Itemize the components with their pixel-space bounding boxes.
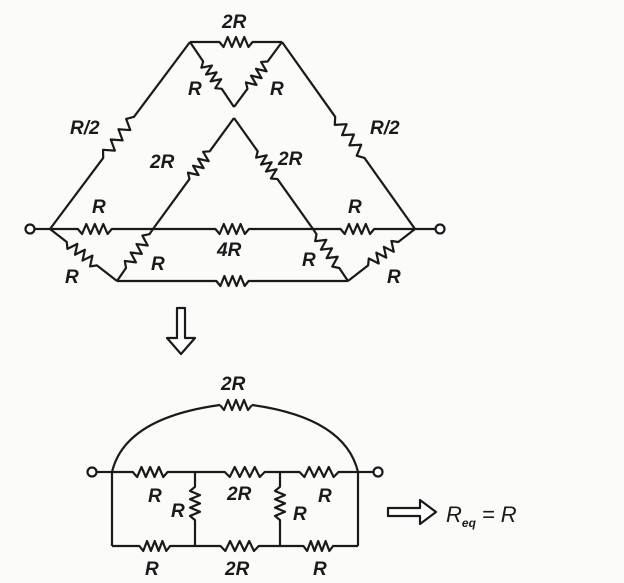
label-leg-right-r: R: [302, 250, 316, 271]
label-main-4r: 4R: [216, 240, 242, 261]
resistor-main-right-r: [313, 222, 415, 236]
resistor-top-2r: [190, 35, 282, 49]
label-top-left-r: R: [148, 486, 162, 507]
label-vert-left-r: R: [171, 501, 185, 522]
resistor-bottom-right-r: [280, 539, 358, 553]
resistor-arc-2r: [219, 398, 253, 412]
resistor-bottom-r: [117, 274, 348, 288]
resistor-inner-left-r: [189, 41, 235, 108]
terminal-right: [434, 223, 446, 235]
resistor-bottom-mid-2r: [195, 539, 280, 553]
label-arc-2r: 2R: [220, 374, 246, 395]
label-top-2r: 2R: [221, 12, 247, 33]
resistor-top-left-r: [112, 465, 195, 479]
label-top-right-r: R: [318, 486, 332, 507]
label-top-mid-2r: 2R: [226, 484, 252, 505]
resistor-lower-right-r: [347, 228, 416, 282]
label-tri-left-2r: 2R: [149, 152, 175, 173]
label-lower-right-r: R: [387, 267, 401, 288]
resistor-main-left-r: [50, 222, 153, 236]
label-bottom-right-r: R: [313, 559, 327, 580]
arc-wire-right: [251, 403, 360, 473]
resistor-leg-left-r: [116, 228, 154, 282]
label-leg-left-r: R: [151, 254, 165, 275]
resistor-top-mid-2r: [195, 465, 280, 479]
label-left-r-half: R/2: [70, 118, 100, 139]
resistor-vert-left-r: [188, 472, 202, 546]
label-main-right-r: R: [348, 197, 362, 218]
label-right-r-half: R/2: [370, 118, 400, 139]
label-inner-right-r: R: [270, 79, 284, 100]
resistor-inner-right-r: [233, 41, 283, 108]
resistor-vert-right-r: [273, 472, 287, 546]
label-bottom-mid-2r: 2R: [224, 559, 250, 580]
resistor-left-r-half: [49, 41, 191, 230]
label-lower-left-r: R: [65, 267, 79, 288]
resistor-right-r-half: [281, 41, 416, 230]
resistor-main-4r: [153, 222, 313, 236]
resistor-bottom-left-r: [112, 539, 195, 553]
resistor-tri-right-2r: [233, 117, 314, 230]
label-inner-left-r: R: [188, 79, 202, 100]
label-vert-right-r: R: [293, 504, 307, 525]
resistor-lower-left-r: [49, 228, 118, 282]
label-main-left-r: R: [92, 197, 106, 218]
terminal-left: [24, 223, 36, 235]
resistor-leg-right-r: [312, 228, 349, 282]
resistor-top-right-r: [280, 465, 358, 479]
right-arrow-icon: [386, 498, 438, 526]
down-arrow-icon: [165, 306, 197, 356]
label-tri-right-2r: 2R: [277, 149, 303, 170]
arc-wire-left: [110, 403, 221, 473]
resistor-tri-left-2r: [152, 117, 235, 230]
terminal-left: [86, 466, 98, 478]
terminal-right: [372, 466, 384, 478]
label-bottom-left-r: R: [145, 559, 159, 580]
result-equation: Req=R: [446, 502, 517, 530]
